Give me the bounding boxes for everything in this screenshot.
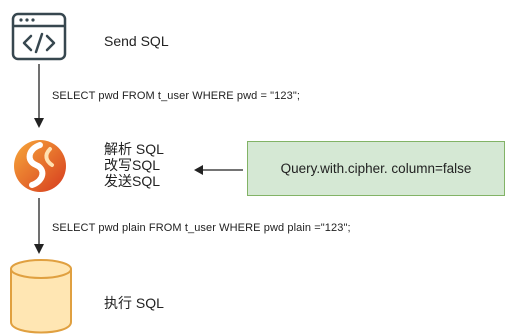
database-cylinder-icon bbox=[10, 259, 72, 334]
rewritten-sql-text: SELECT pwd plain FROM t_user WHERE pwd p… bbox=[52, 222, 351, 234]
config-text: Query.with.cipher. column=false bbox=[280, 161, 472, 176]
request-flow-arrow bbox=[34, 64, 44, 128]
send-sql-step: 发送SQL bbox=[104, 173, 161, 189]
request-sql-text: SELECT pwd FROM t_user WHERE pwd = "123"… bbox=[52, 90, 300, 102]
config-flow-arrow bbox=[194, 165, 243, 175]
rewrite-flow-arrow bbox=[34, 198, 44, 254]
middleware-steps: 解析 SQL 改写SQL 发送SQL bbox=[104, 141, 164, 189]
execute-sql-label: 执行 SQL bbox=[104, 295, 164, 311]
shardingsphere-logo-icon bbox=[14, 140, 66, 192]
parse-sql-step: 解析 SQL bbox=[104, 141, 164, 157]
rewrite-sql-step: 改写SQL bbox=[104, 157, 161, 173]
config-box: Query.with.cipher. column=false bbox=[247, 141, 505, 196]
code-window-icon bbox=[11, 12, 67, 61]
send-sql-label: Send SQL bbox=[104, 33, 169, 49]
